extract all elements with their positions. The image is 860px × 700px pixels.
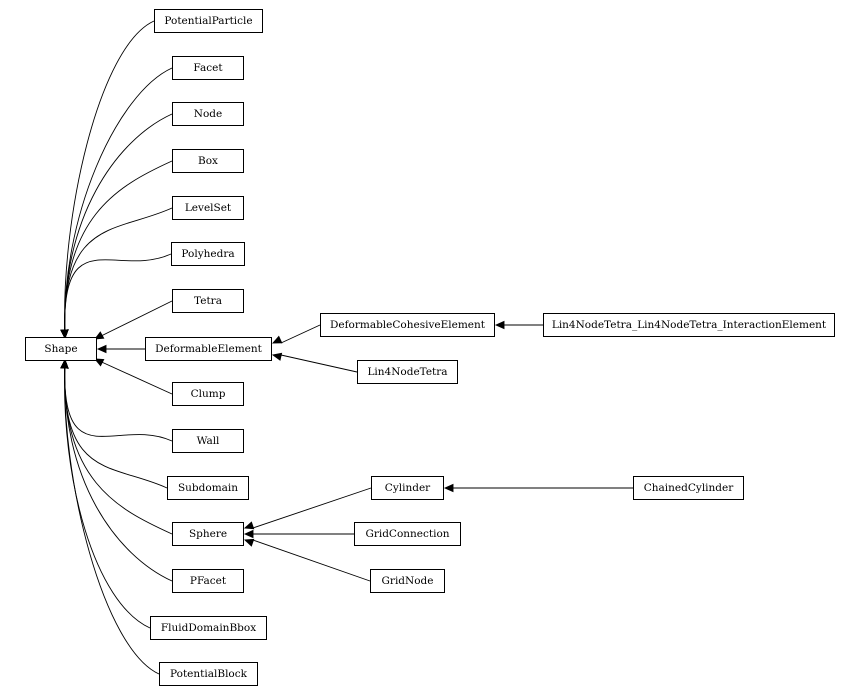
edge-gridnode-to-sphere xyxy=(252,539,371,582)
arrowhead-deformableelement-to-shape xyxy=(96,344,107,354)
edge-subdomain-to-shape xyxy=(64,359,168,489)
node-lin4nodetetra[interactable]: Lin4NodeTetra xyxy=(357,360,458,384)
arrowhead-gridconnection-to-sphere xyxy=(243,529,254,539)
arrowhead-clump-to-shape xyxy=(93,358,105,367)
node-shape[interactable]: Shape xyxy=(25,337,97,361)
edge-cylinder-to-sphere xyxy=(252,487,372,529)
node-lin4nodetetra-interactionelement[interactable]: Lin4NodeTetra_Lin4NodeTetra_InteractionE… xyxy=(543,313,835,337)
node-gridnode[interactable]: GridNode xyxy=(370,569,445,593)
edge-deformablecohesiveelement-to-deformableelement xyxy=(280,324,321,344)
node-node[interactable]: Node xyxy=(172,102,244,126)
arrowhead-gridnode-to-sphere xyxy=(243,538,255,547)
edge-box-to-shape xyxy=(64,160,173,339)
node-deformableelement[interactable]: DeformableElement xyxy=(145,337,272,361)
node-subdomain[interactable]: Subdomain xyxy=(167,476,249,500)
arrowhead-potentialblock-to-shape xyxy=(60,358,69,369)
edge-potentialblock-to-shape xyxy=(64,359,160,675)
edge-lin4nodetetra-to-deformableelement xyxy=(280,354,358,373)
node-sphere[interactable]: Sphere xyxy=(172,522,244,546)
edge-facet-to-shape xyxy=(64,67,173,339)
arrowhead-chainedcylinder-to-cylinder xyxy=(443,483,454,493)
node-cylinder[interactable]: Cylinder xyxy=(371,476,444,500)
arrowhead-polyhedra-to-shape xyxy=(60,329,69,340)
edge-tetra-to-shape xyxy=(94,300,173,340)
node-wall[interactable]: Wall xyxy=(172,429,244,453)
edge-polyhedra-to-shape xyxy=(64,253,172,339)
edge-levelset-to-shape xyxy=(64,207,173,339)
node-pfacet[interactable]: PFacet xyxy=(172,569,244,593)
node-gridconnection[interactable]: GridConnection xyxy=(354,522,461,546)
node-levelset[interactable]: LevelSet xyxy=(172,196,244,220)
node-facet[interactable]: Facet xyxy=(172,56,244,80)
node-chainedcylinder[interactable]: ChainedCylinder xyxy=(633,476,744,500)
arrowhead-deformablecohesiveelement-to-deformableelement xyxy=(271,335,283,344)
edge-clump-to-shape xyxy=(94,358,173,395)
node-potentialblock[interactable]: PotentialBlock xyxy=(159,662,258,686)
arrowhead-cylinder-to-sphere xyxy=(243,521,255,530)
node-clump[interactable]: Clump xyxy=(172,382,244,406)
node-fluiddomainbbox[interactable]: FluidDomainBbox xyxy=(150,616,267,640)
edge-fluiddomainbbox-to-shape xyxy=(64,359,151,629)
edge-potentialparticle-to-shape xyxy=(64,20,155,339)
node-tetra[interactable]: Tetra xyxy=(172,289,244,313)
arrowhead-lin4nodetetra-lin4nodetetra-interactionelement-to-deformablecohesiveelement xyxy=(494,320,505,330)
node-deformablecohesiveelement[interactable]: DeformableCohesiveElement xyxy=(320,313,495,337)
edge-wall-to-shape xyxy=(64,359,173,442)
node-polyhedra[interactable]: Polyhedra xyxy=(171,242,245,266)
arrowhead-tetra-to-shape xyxy=(94,331,105,340)
arrowhead-lin4nodetetra-to-deformableelement xyxy=(271,352,283,361)
node-potentialparticle[interactable]: PotentialParticle xyxy=(154,9,263,33)
edge-pfacet-to-shape xyxy=(64,359,173,582)
node-box[interactable]: Box xyxy=(172,149,244,173)
